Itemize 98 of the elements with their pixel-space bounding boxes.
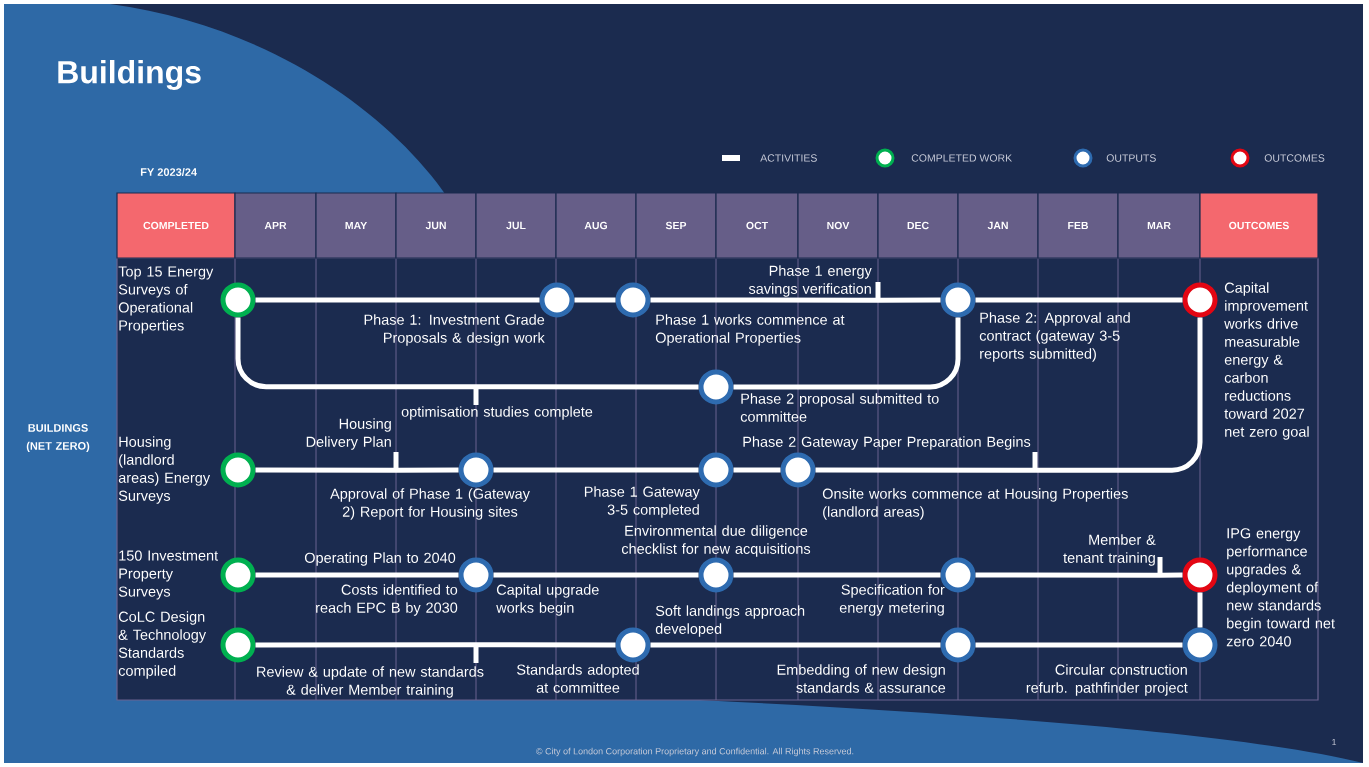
- header-cell: JUN: [395, 192, 477, 259]
- milestone-label: Phase 2: Approval and contract (gateway 3-5 reports submitted): [979, 312, 1130, 362]
- milestone-circle: [698, 452, 734, 488]
- timeline-line: [1197, 592, 1203, 628]
- milestone-label: Top 15 Energy Surveys of Operational Properties: [118, 266, 214, 334]
- milestone-label: Standards adopted at committee: [517, 664, 639, 693]
- activity-marker: [1157, 557, 1163, 575]
- milestone-label: Member & tenant training: [1063, 534, 1156, 566]
- timeline-line: [476, 642, 616, 648]
- header-cell: AUG: [555, 192, 637, 259]
- milestone-label: Environmental due diligence checklist for new acquisitions: [621, 525, 811, 557]
- timeline-line: [255, 467, 396, 473]
- milestone-circle: [940, 627, 976, 663]
- milestone-label: Phase 1 Gateway 3-5 completed: [584, 486, 700, 518]
- timeline-line: [255, 642, 476, 648]
- timeline-line: [650, 297, 878, 303]
- period-label: FY 2023/24: [140, 167, 197, 177]
- header-cell: FEB: [1037, 192, 1119, 259]
- milestone-circle: [220, 627, 256, 663]
- milestone-circle: [1182, 627, 1218, 663]
- footer-text: © City of London Corporation Proprietary and Confidential. All Rights Reserved.: [536, 747, 854, 757]
- activity-marker: [875, 282, 881, 300]
- header-cell: COMPLETED: [116, 192, 236, 259]
- timeline-line: [733, 317, 961, 390]
- header-cell: NOV: [797, 192, 879, 259]
- timeline-line: [235, 317, 476, 390]
- milestone-label: Approval of Phase 1 (Gateway 2) Report for Housing sites: [330, 488, 530, 520]
- timeline-line: [396, 467, 459, 473]
- legend-label: ACTIVITIES: [760, 154, 817, 162]
- timeline-line: [815, 467, 1035, 473]
- milestone-label: Phase 2 proposal submitted to committee: [740, 393, 939, 422]
- header-cell: MAR: [1117, 192, 1201, 259]
- milestone-circle: [220, 557, 256, 593]
- milestone-circle: [1182, 282, 1218, 318]
- activity-marker: [473, 645, 479, 663]
- milestone-circle: [220, 282, 256, 318]
- header-cell: OCT: [715, 192, 799, 259]
- timeline-line: [493, 467, 699, 473]
- milestone-label: CoLC Design & Technology Standards compiled: [118, 611, 207, 679]
- timeline-line: [574, 297, 616, 303]
- activity-marker: [1032, 452, 1038, 470]
- timeline-line: [255, 572, 459, 578]
- milestone-circle: [615, 282, 651, 318]
- milestone-label: Phase 1: Investment Grade Proposals & design work: [364, 314, 545, 346]
- timeline-line: [975, 642, 1183, 648]
- legend-label: OUTCOMES: [1264, 154, 1325, 162]
- milestone-circle: [615, 627, 651, 663]
- title: Buildings: [58, 60, 201, 90]
- row-label: BUILDINGS (NET ZERO): [26, 424, 90, 452]
- milestone-label: Embedding of new design standards & assurance: [777, 664, 946, 693]
- timeline-line: [878, 297, 941, 303]
- milestone-label: Phase 2 Gateway Paper Preparation Begins: [743, 436, 1031, 450]
- milestone-circle: [458, 557, 494, 593]
- timeline-line: [1035, 317, 1203, 473]
- timeline-line: [733, 467, 781, 473]
- milestone-label: Circular construction refurb. pathfinder project: [1026, 664, 1188, 696]
- milestone-circle: [458, 452, 494, 488]
- timeline-line: [493, 572, 699, 578]
- milestone-circle: [940, 282, 976, 318]
- milestone-label: Onsite works commence at Housing Properties (landlord areas): [822, 488, 1128, 520]
- timeline-line: [1160, 572, 1183, 578]
- timeline-line: [733, 572, 941, 578]
- activity-marker: [473, 387, 479, 405]
- milestone-label: Housing Delivery Plan: [306, 418, 391, 450]
- milestone-label: Specification for energy metering: [839, 584, 945, 616]
- milestone-circle: [780, 452, 816, 488]
- milestone-label: Costs identified to reach EPC B by 2030: [316, 584, 458, 616]
- header-cell: JAN: [957, 192, 1039, 259]
- milestone-label: Capital improvement works drive measurable energy & carbon reductions toward 2027 net zero goal: [1224, 282, 1309, 440]
- milestone-label: Review & update of new standards & deliver Member training: [257, 666, 484, 698]
- timeline-line: [650, 642, 941, 648]
- header-cell: JUL: [475, 192, 557, 259]
- timeline-line: [255, 297, 540, 303]
- header-cell: DEC: [877, 192, 959, 259]
- milestone-label: IPG energy performance upgrades & deployment of new standards begin toward net zero 2040: [1226, 528, 1335, 647]
- milestone-label: Soft landings approach developed: [655, 605, 805, 637]
- header-cell: OUTCOMES: [1199, 192, 1319, 259]
- timeline-line: [975, 297, 1183, 303]
- page-number: 1: [1332, 738, 1337, 746]
- milestone-label: Phase 1 energy savings verification: [748, 265, 872, 297]
- milestone-label: Phase 1 works commence at Operational Properties: [655, 314, 845, 346]
- activity-marker: [393, 452, 399, 470]
- header-cell: MAY: [315, 192, 397, 259]
- legend-label: COMPLETED WORK: [911, 154, 1012, 162]
- milestone-circle: [220, 452, 256, 488]
- timeline-line: [476, 384, 699, 390]
- header-cell: SEP: [635, 192, 717, 259]
- milestone-label: optimisation studies complete: [401, 406, 593, 420]
- milestone-label: Operating Plan to 2040: [304, 552, 456, 566]
- milestone-label: 150 Investment Property Surveys: [118, 550, 219, 600]
- milestone-label: Capital upgrade works begin: [496, 584, 599, 616]
- timeline-line: [975, 572, 1160, 578]
- milestone-label: Housing (landlord areas) Energy Surveys: [118, 436, 211, 504]
- header-cell: APR: [234, 192, 317, 259]
- milestone-circle: [698, 369, 734, 405]
- milestone-circle: [698, 557, 734, 593]
- milestone-circle: [1182, 557, 1218, 593]
- legend-label: OUTPUTS: [1106, 154, 1156, 162]
